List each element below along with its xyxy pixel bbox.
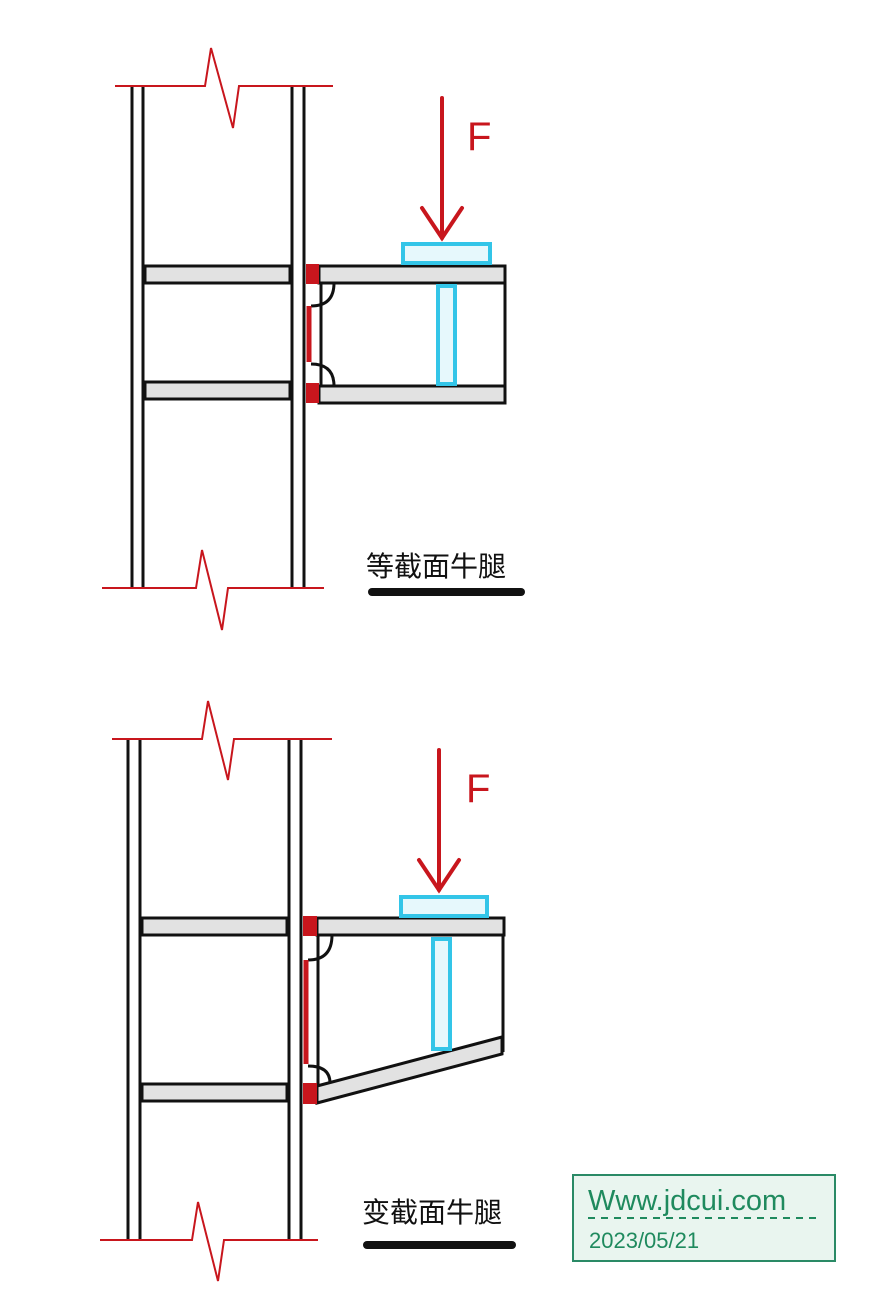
bottom-column — [126, 739, 303, 1240]
top-bracket-top-flange — [317, 264, 507, 285]
bottom-weld-top-flange — [303, 916, 317, 936]
bottom-column-stiffener-lower — [140, 1082, 289, 1103]
bottom-force-arrow — [417, 748, 461, 894]
bottom-force-label: F — [466, 767, 490, 811]
top-weld-bottom-flange — [306, 383, 319, 403]
bottom-bracket-top-flange — [315, 916, 506, 937]
bottom-bracket-scallop-lower — [307, 1064, 332, 1084]
top-bracket-bottom-flange — [317, 384, 507, 405]
bottom-column-break-line-upper — [112, 700, 332, 781]
bottom-column-break-line-lower — [100, 1201, 318, 1282]
top-column-stiffener-upper — [143, 264, 292, 285]
bottom-bearing-plate — [399, 895, 489, 918]
top-bracket-scallop-upper — [310, 282, 336, 308]
bottom-bracket-sloped-flange — [315, 1035, 504, 1105]
top-column-break-line-lower — [102, 549, 324, 631]
top-weld-top-flange — [306, 264, 319, 284]
watermark-date: 2023/05/21 — [589, 1228, 699, 1253]
watermark-url: Www.jdcui.com — [588, 1185, 786, 1217]
top-column-stiffener-lower — [143, 380, 292, 401]
top-bearing-plate — [401, 242, 492, 265]
top-caption: 等截面牛腿 — [366, 550, 506, 583]
bottom-column-stiffener-upper — [140, 916, 289, 937]
bottom-bracket-scallop-upper — [307, 934, 334, 962]
top-column-break-line-upper — [115, 47, 333, 129]
top-bracket-scallop-lower — [310, 362, 336, 387]
top-bearing-stiffener — [436, 284, 457, 386]
variable-section-bracket: F 变截面牛腿 — [100, 700, 516, 1282]
top-force-arrow — [420, 96, 464, 242]
top-column — [130, 86, 306, 588]
constant-section-bracket: F 等截面牛腿 — [102, 47, 525, 631]
bottom-bearing-stiffener — [431, 937, 452, 1051]
bottom-caption: 变截面牛腿 — [362, 1196, 502, 1229]
watermark-stamp: Www.jdcui.com 2023/05/21 — [572, 1174, 836, 1262]
bottom-weld-bottom-flange — [303, 1083, 317, 1104]
top-force-label: F — [467, 115, 491, 159]
